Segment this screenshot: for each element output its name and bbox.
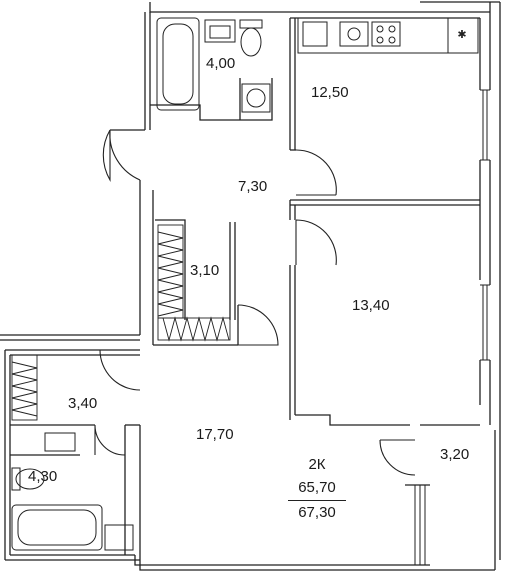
area-washroom: 4,30	[28, 468, 58, 485]
doors	[94, 129, 416, 476]
fixtures	[11, 17, 479, 551]
area-hall: 7,30	[238, 178, 268, 195]
living-area: 65,70	[298, 479, 336, 496]
area-living-room: 17,70	[196, 426, 234, 443]
area-bedroom: 13,40	[352, 297, 390, 314]
wardrobes	[11, 224, 231, 421]
area-closet: 3,10	[190, 262, 220, 279]
windows	[414, 89, 490, 565]
area-bathroom: 4,00	[206, 55, 236, 72]
apartment-type: 2К	[308, 456, 326, 473]
interior-walls	[10, 18, 480, 560]
area-balcony: 3,20	[440, 446, 470, 463]
apartment-summary: 2К 65,70 67,30	[285, 454, 349, 525]
area-corridor: 3,40	[68, 395, 98, 412]
exterior-walls	[0, 1, 501, 571]
fridge-icon: ✱	[457, 28, 466, 41]
summary-divider	[288, 500, 346, 501]
total-area: 67,30	[298, 504, 336, 521]
area-kitchen: 12,50	[311, 84, 349, 101]
